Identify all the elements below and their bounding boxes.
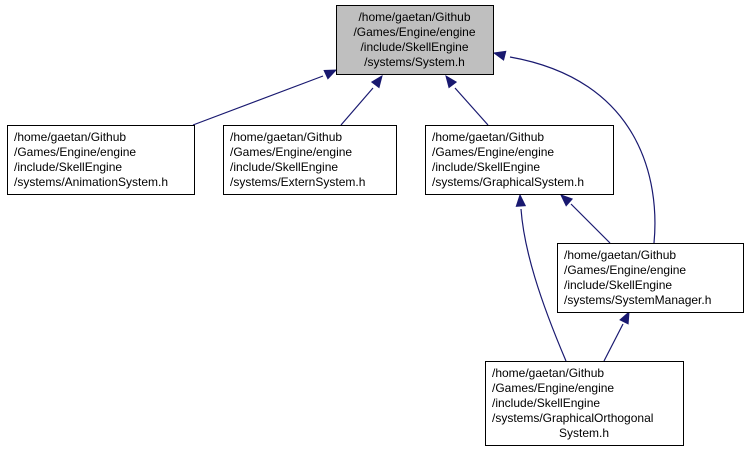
- edge-graphical-system-h-to-system-h: [445, 74, 489, 126]
- node-label-line: /Games/Engine/engine: [14, 145, 136, 159]
- node-label-line: /Games/Engine/engine: [564, 263, 686, 277]
- edge-graphical-orthogonal-system-h-to-graphical-system-h: [515, 193, 567, 362]
- edge-line: [520, 208, 567, 362]
- node-label-line: /systems/System.h: [364, 55, 465, 69]
- node-label-line: /Games/Engine/engine: [432, 145, 554, 159]
- node-label-line: System.h: [559, 426, 609, 440]
- node-label-line: /systems/SystemManager.h: [564, 293, 711, 307]
- edge-line: [509, 56, 656, 244]
- node-label-line: /systems/GraphicalSystem.h: [432, 175, 584, 189]
- arrowhead: [445, 74, 458, 89]
- node-label-line: /home/gaetan/Github: [564, 248, 676, 262]
- node-box: [7, 125, 195, 195]
- edge-graphical-orthogonal-system-h-to-system-manager-h: [603, 310, 630, 362]
- arrowhead: [619, 310, 630, 325]
- node-label-line: /Games/Engine/engine: [230, 145, 352, 159]
- edge-extern-system-h-to-system-h: [340, 74, 383, 126]
- node-label-line: /home/gaetan/Github: [14, 130, 126, 144]
- node-system-h[interactable]: /home/gaetan/Github/Games/Engine/engine/…: [336, 5, 494, 75]
- node-extern-system-h[interactable]: /home/gaetan/Github/Games/Engine/engine/…: [223, 125, 397, 195]
- node-box: [336, 5, 494, 75]
- node-label-line: /Games/Engine/engine: [492, 381, 614, 395]
- edges-layer: [192, 50, 656, 362]
- node-label-line: /include/SkellEngine: [564, 278, 672, 292]
- node-animation-system-h[interactable]: /home/gaetan/Github/Games/Engine/engine/…: [7, 125, 195, 195]
- edge-line: [570, 203, 611, 244]
- arrowhead: [492, 50, 507, 61]
- edge-system-manager-h-to-graphical-system-h: [560, 194, 611, 244]
- node-label-line: /include/SkellEngine: [432, 160, 540, 174]
- node-graphical-orthogonal-system-h[interactable]: /home/gaetan/Github/Games/Engine/engine/…: [485, 361, 684, 446]
- node-label-line: /include/SkellEngine: [360, 40, 468, 54]
- node-box: [557, 243, 744, 313]
- edge-system-manager-h-to-system-h: [492, 50, 656, 244]
- node-label-line: /include/SkellEngine: [14, 160, 122, 174]
- edge-line: [603, 323, 624, 362]
- arrowhead: [515, 193, 527, 207]
- node-label-line: /systems/GraphicalOrthogonal: [492, 411, 653, 425]
- nodes-layer: /home/gaetan/Github/Games/Engine/engine/…: [7, 5, 744, 446]
- node-box: [425, 125, 614, 195]
- edge-animation-system-h-to-system-h: [192, 69, 338, 126]
- edge-line: [340, 87, 374, 126]
- node-label-line: /home/gaetan/Github: [492, 366, 604, 380]
- node-label-line: /home/gaetan/Github: [358, 10, 470, 24]
- node-system-manager-h[interactable]: /home/gaetan/Github/Games/Engine/engine/…: [557, 243, 744, 313]
- node-label-line: /home/gaetan/Github: [432, 130, 544, 144]
- node-box: [485, 361, 684, 446]
- node-label-line: /home/gaetan/Github: [230, 130, 342, 144]
- node-graphical-system-h[interactable]: /home/gaetan/Github/Games/Engine/engine/…: [425, 125, 614, 195]
- node-box: [223, 125, 397, 195]
- arrowhead: [323, 69, 338, 80]
- edge-line: [454, 87, 489, 126]
- edge-line: [192, 75, 324, 126]
- node-label-line: /systems/AnimationSystem.h: [14, 175, 168, 189]
- arrowhead: [560, 194, 574, 207]
- node-label-line: /include/SkellEngine: [230, 160, 338, 174]
- node-label-line: /Games/Engine/engine: [353, 25, 475, 39]
- arrowhead: [370, 74, 383, 89]
- node-label-line: /systems/ExternSystem.h: [230, 175, 365, 189]
- node-label-line: /include/SkellEngine: [492, 396, 600, 410]
